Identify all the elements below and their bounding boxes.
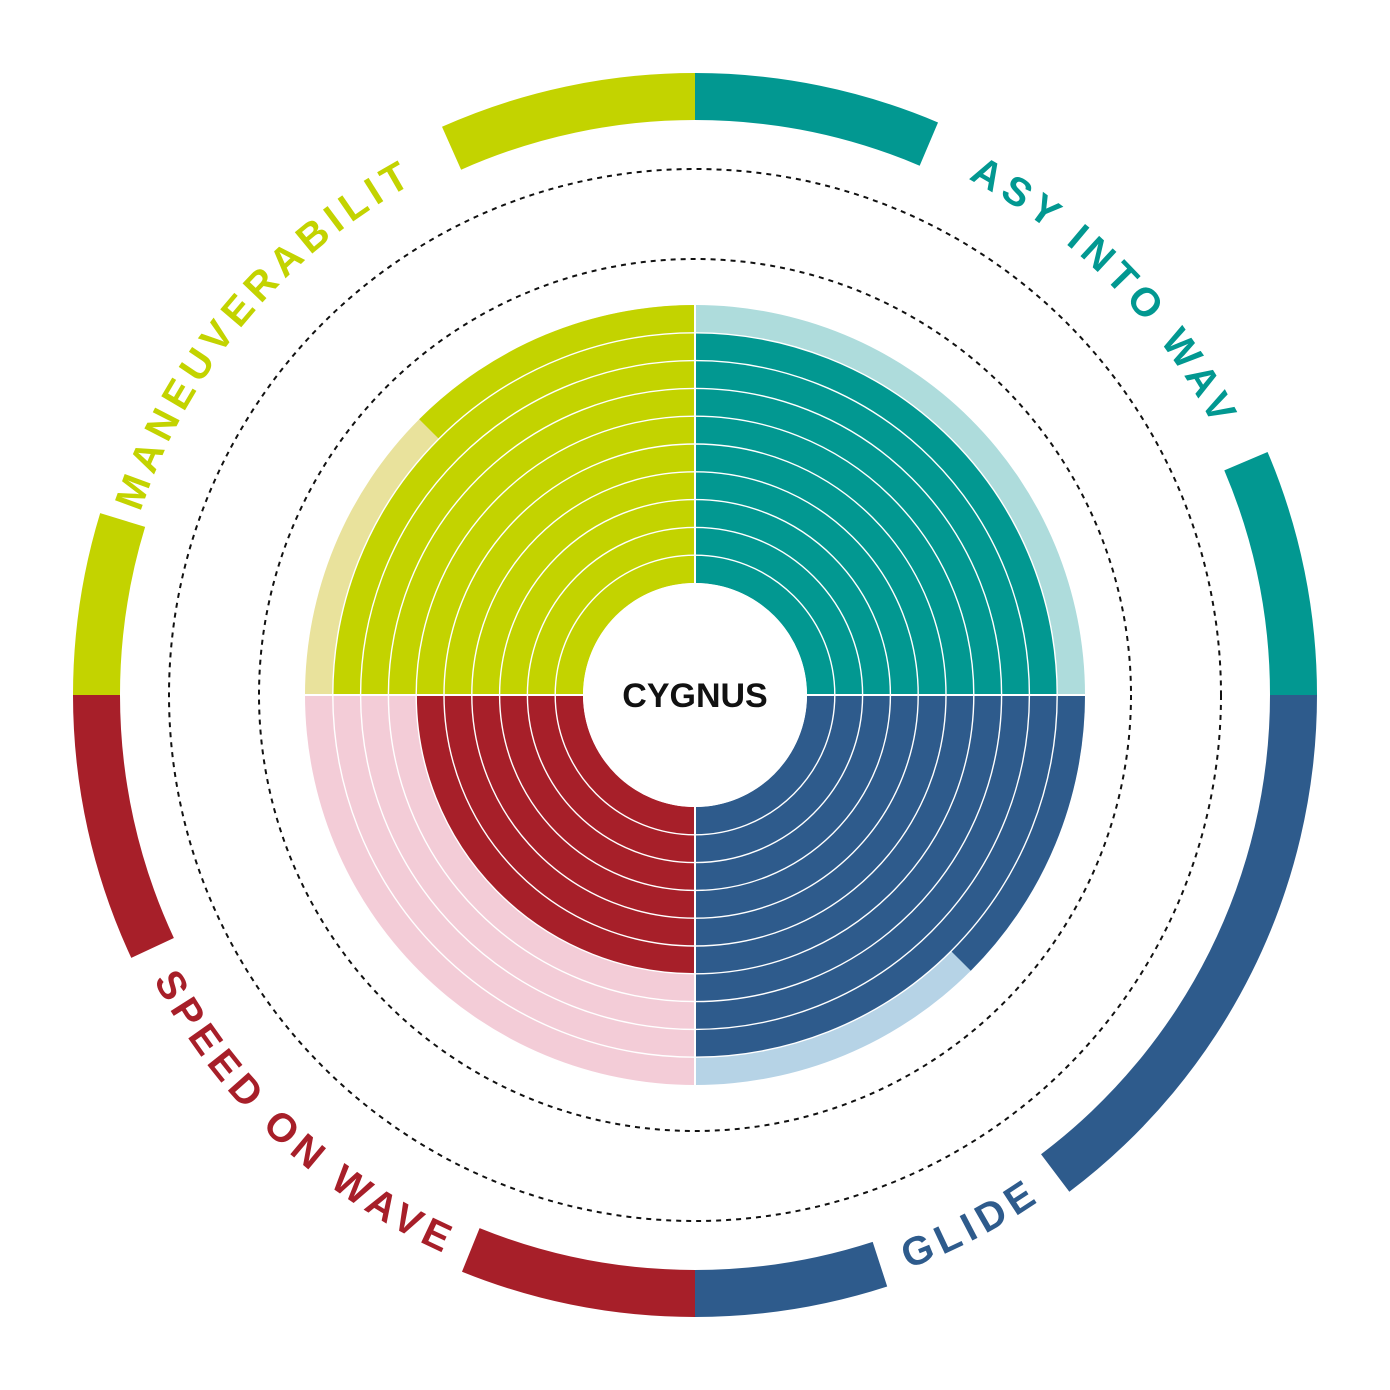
outer-arc-glide-2 <box>695 1241 888 1317</box>
outer-arc-glide-1 <box>1041 695 1317 1192</box>
category-label-glide: GLIDE <box>895 1169 1048 1277</box>
category-label-text-speed: SPEED ON WAVE <box>145 963 457 1263</box>
sector-value-maneuver <box>332 332 695 695</box>
sector-value-speed <box>416 695 695 974</box>
outer-arc-maneuver-1 <box>73 513 146 695</box>
dashed-ring-group <box>168 168 1222 1222</box>
ring-divider-group <box>305 305 1085 1085</box>
dashed-ring-1 <box>258 258 1132 1132</box>
outer-arc-speed-1 <box>461 1228 695 1317</box>
outer-arc-easy-1 <box>695 73 939 166</box>
outer-arc-speed-2 <box>73 695 174 958</box>
outer-arc-easy-2 <box>1224 451 1317 695</box>
outer-arc-maneuver-2 <box>442 73 695 170</box>
sector-partial-glide <box>951 695 1085 971</box>
dashed-ring-2 <box>168 168 1222 1222</box>
outer-arc-group <box>73 73 1317 1317</box>
sector-value-glide <box>695 695 1058 1058</box>
sector-partial-maneuver <box>419 305 695 439</box>
chart-title: CYGNUS <box>622 677 767 715</box>
category-label-text-maneuver: MANEUVERABILITY <box>0 0 415 515</box>
sector-value-easy <box>695 332 1058 695</box>
category-label-text-glide: GLIDE <box>895 1169 1042 1277</box>
center-circle <box>583 583 807 807</box>
category-label-maneuver: MANEUVERABILITY <box>0 0 421 515</box>
category-label-speed: SPEED ON WAVE <box>145 963 463 1263</box>
quadrant-group <box>305 305 1085 1085</box>
